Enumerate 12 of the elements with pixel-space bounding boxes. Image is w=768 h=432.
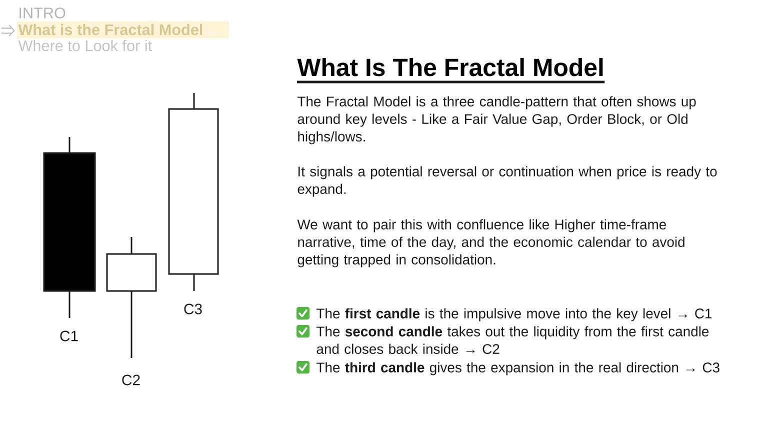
candle-label: C1 xyxy=(60,330,78,342)
paragraph: We want to pair this with confluence like Higher time-frame narrative, time of the day, and the economic calendar to avoid getting trapped in consolidation. xyxy=(297,219,684,268)
paragraph: The Fractal Model is a three candle-pattern that often shows up around key levels - Like a Fair Value Gap, Order Block, or Old highs/lows. xyxy=(298,96,696,144)
nav-item: Where to Look for it xyxy=(18,40,152,52)
list-item: The third candle gives the expansion in the real direction → C3 xyxy=(316,362,720,376)
nav-item: INTRO xyxy=(20,8,66,18)
candle-label: C3 xyxy=(184,304,202,314)
list-item: The first candle is the impulsive move into the key level → C1 xyxy=(316,308,712,322)
current-nav-item: What is the Fractal Model xyxy=(17,21,229,38)
heading: What Is The Fractal Model xyxy=(297,58,605,84)
paragraph: It signals a potential reversal or continuation when price is ready to expand. xyxy=(298,166,717,197)
candle-label: C2 xyxy=(122,374,140,386)
